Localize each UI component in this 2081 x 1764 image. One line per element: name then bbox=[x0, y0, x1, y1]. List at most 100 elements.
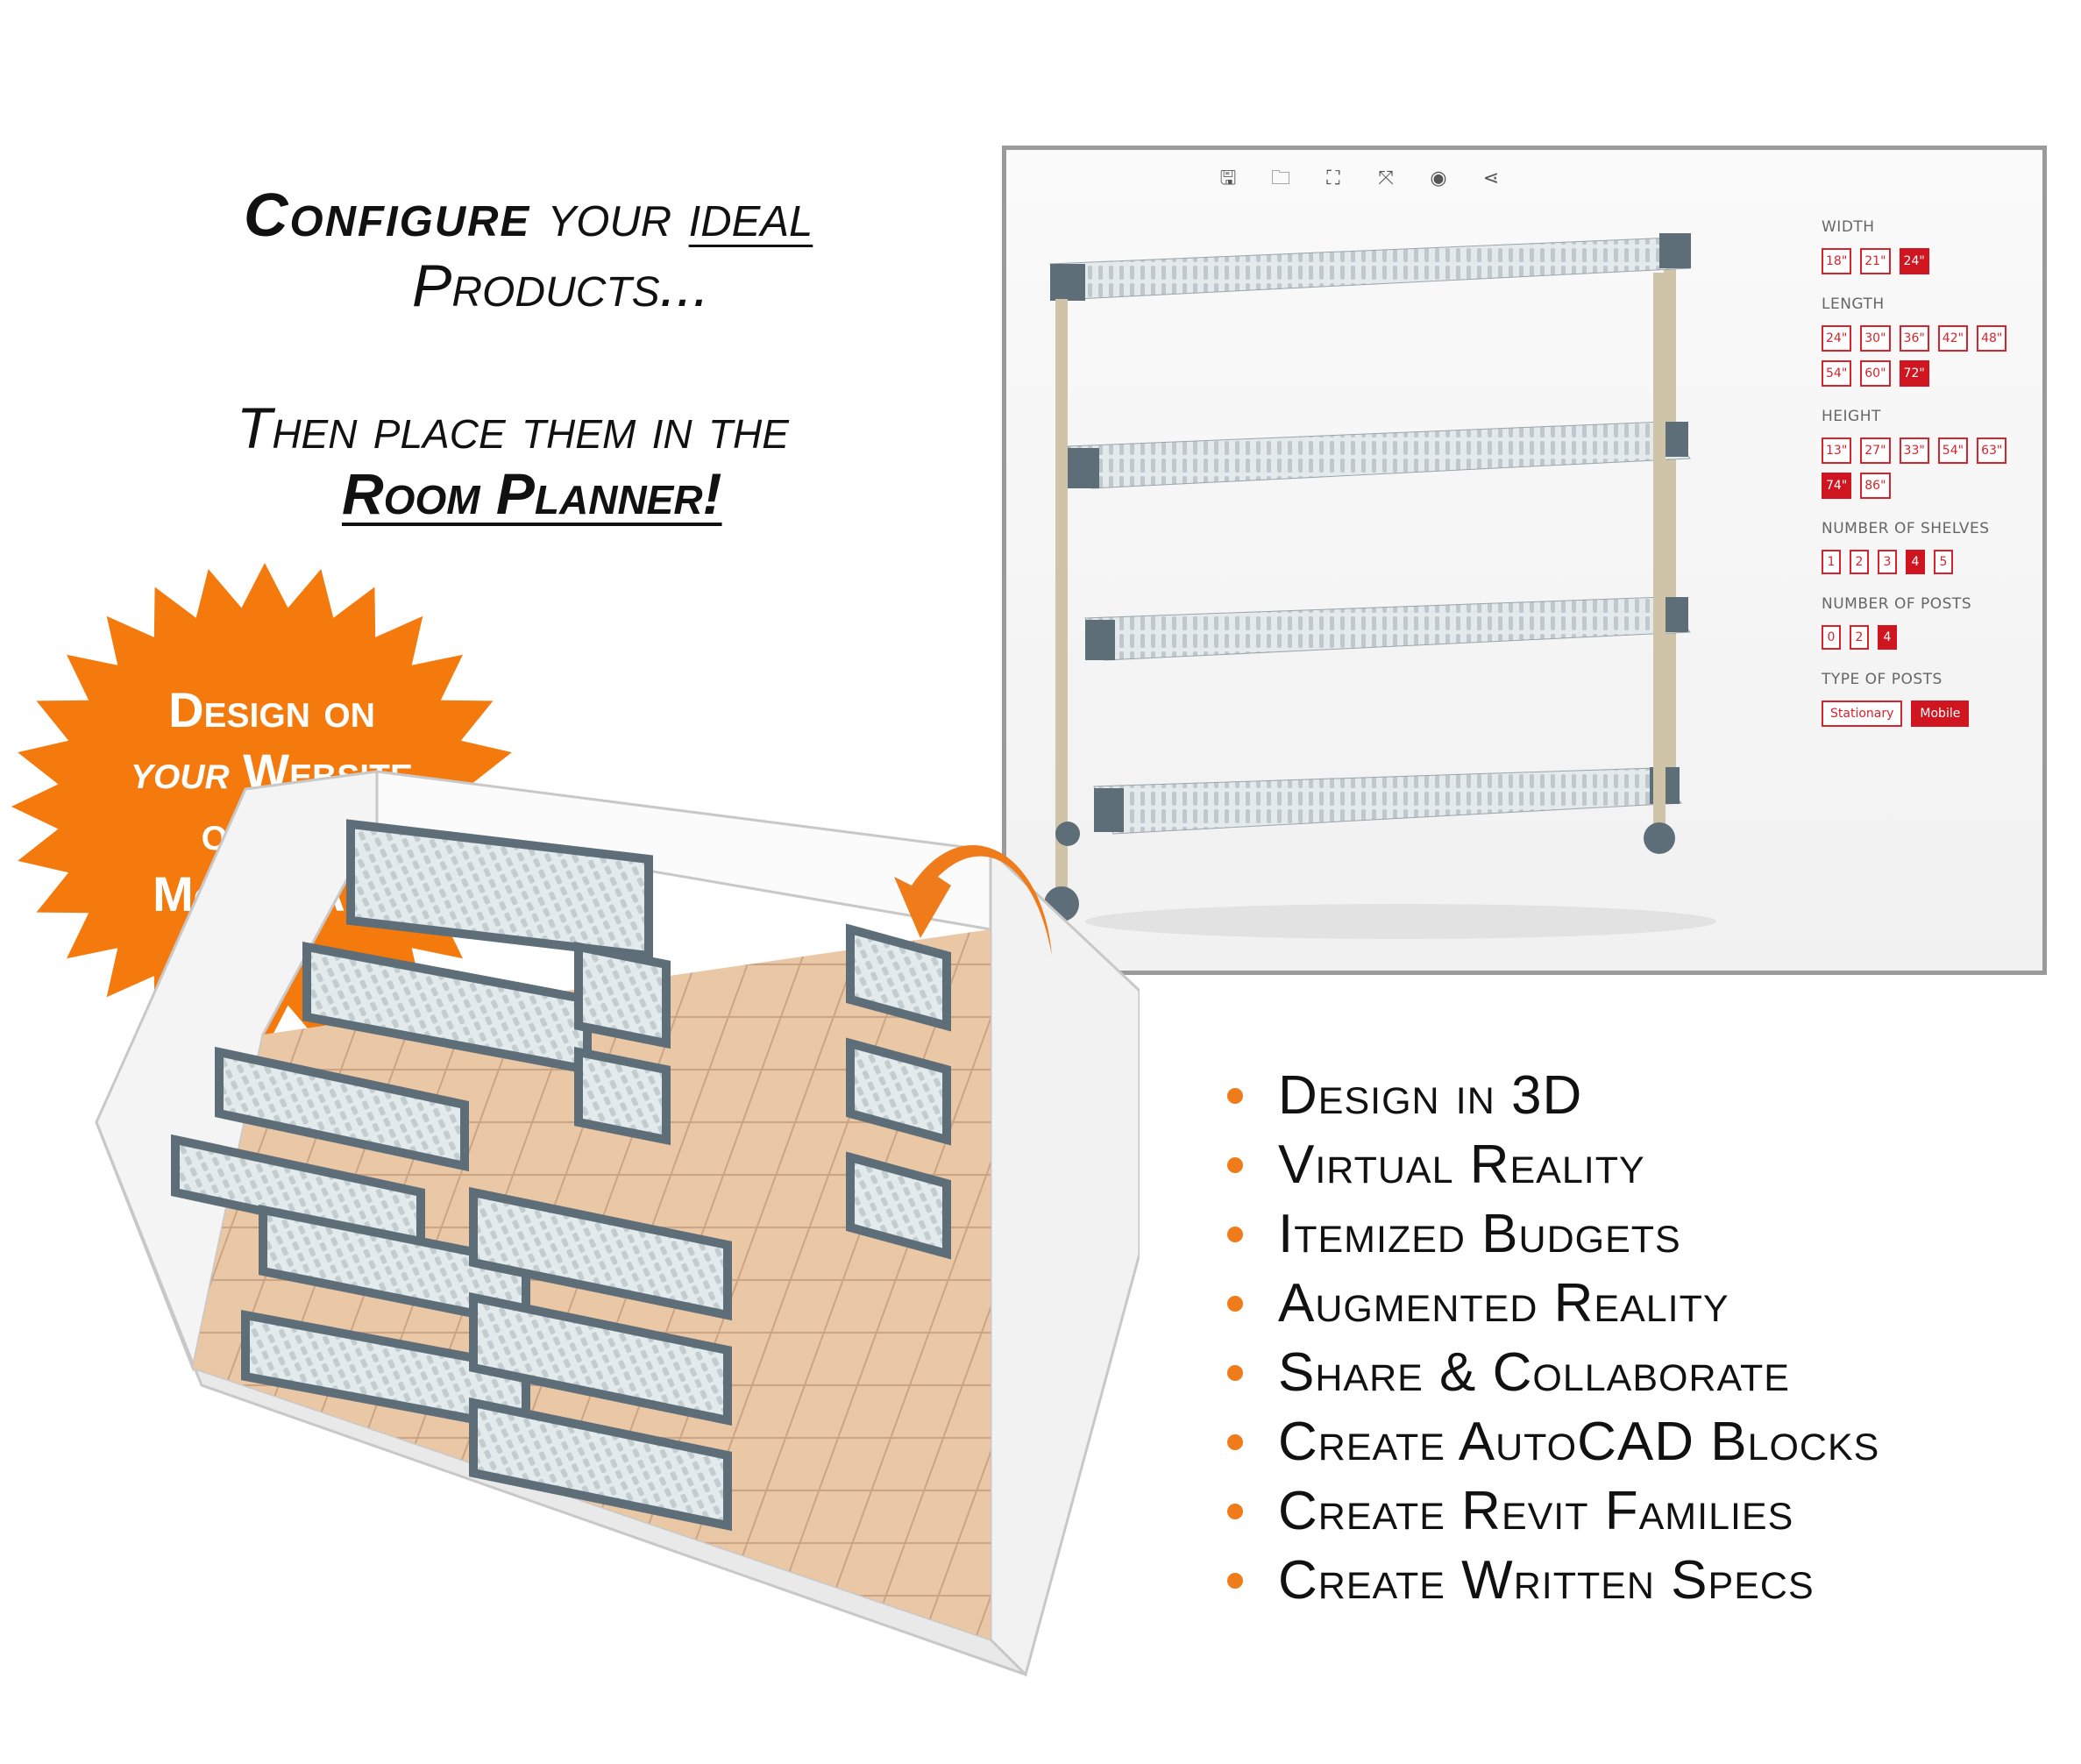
option-chip-width[interactable]: 21" bbox=[1860, 248, 1891, 274]
option-chip-shelves[interactable]: 2 bbox=[1850, 550, 1869, 574]
option-chip-height[interactable]: 54" bbox=[1937, 437, 1969, 464]
feature-item: Create Revit Families bbox=[1227, 1476, 1879, 1546]
option-chip-height[interactable]: 63" bbox=[1977, 437, 2007, 464]
option-chip-posts[interactable]: 0 bbox=[1822, 625, 1841, 650]
option-posts-title: NUMBER OF POSTS bbox=[1822, 595, 1972, 613]
option-width: WIDTH 18" 21" 24" bbox=[1822, 218, 2041, 274]
post-front-right bbox=[1653, 273, 1666, 825]
feature-item: Create AutoCAD Blocks bbox=[1227, 1407, 1879, 1476]
room-wall-right bbox=[989, 847, 1140, 1677]
headline-configure-word: Configure bbox=[244, 181, 531, 249]
option-length: LENGTH 24" 30" 36" 42" 48" 54" 60" 72" bbox=[1822, 295, 2041, 387]
option-chip-posts[interactable]: 4 bbox=[1878, 625, 1897, 650]
option-chip-height[interactable]: 74" bbox=[1822, 473, 1852, 499]
feature-label: Create Revit Families bbox=[1278, 1481, 1794, 1541]
headline-products: Products... bbox=[412, 253, 710, 319]
post-front-left bbox=[1055, 299, 1068, 895]
option-chip-shelves[interactable]: 1 bbox=[1822, 550, 1841, 574]
feature-item: Itemized Budgets bbox=[1227, 1199, 1879, 1269]
chips-width: 18" 21" 24" bbox=[1822, 248, 2032, 274]
orange-arrow bbox=[894, 844, 1052, 956]
shelf-3d-preview[interactable] bbox=[1033, 229, 1734, 948]
feature-label: Itemized Budgets bbox=[1278, 1204, 1681, 1264]
chips-height: 13" 27" 33" 54" 63" 74" 86" bbox=[1822, 437, 2032, 499]
bullet-icon bbox=[1227, 1503, 1243, 1519]
option-chip-post-type[interactable]: Stationary bbox=[1822, 701, 1903, 727]
post-back-right bbox=[1664, 238, 1676, 799]
option-chip-height[interactable]: 33" bbox=[1899, 437, 1929, 464]
bullet-icon bbox=[1227, 1156, 1243, 1173]
option-chip-length[interactable]: 30" bbox=[1860, 325, 1891, 352]
room-wall-front bbox=[95, 1121, 1027, 1676]
option-chip-length[interactable]: 60" bbox=[1860, 360, 1891, 387]
option-chip-height[interactable]: 27" bbox=[1860, 437, 1891, 464]
folder-icon[interactable]: 🗀 bbox=[1270, 167, 1290, 189]
option-length-title: LENGTH bbox=[1822, 295, 1885, 313]
save-icon[interactable]: 🖫 bbox=[1219, 167, 1237, 189]
fullscreen-icon[interactable]: ⤧ bbox=[1378, 167, 1394, 189]
visibility-icon[interactable]: ◉ bbox=[1430, 167, 1447, 189]
room-planner-illustration[interactable] bbox=[88, 754, 1140, 1683]
option-chip-length[interactable]: 54" bbox=[1822, 360, 1852, 387]
room-shelving-units bbox=[171, 819, 951, 1532]
option-chip-width[interactable]: 24" bbox=[1899, 248, 1929, 274]
feature-item: Share & Collaborate bbox=[1227, 1338, 1879, 1407]
shelf-4 bbox=[1093, 767, 1682, 835]
bullet-icon bbox=[1227, 1295, 1243, 1312]
burst-line-1: Design on bbox=[168, 682, 375, 737]
bullet-icon bbox=[1227, 1087, 1243, 1104]
feature-label: Share & Collaborate bbox=[1278, 1342, 1790, 1403]
feature-label: Create AutoCAD Blocks bbox=[1278, 1412, 1880, 1472]
chips-length: 24" 30" 36" 42" 48" 54" 60" 72" bbox=[1822, 325, 2032, 387]
option-chip-length[interactable]: 24" bbox=[1822, 325, 1852, 352]
option-chip-length[interactable]: 72" bbox=[1899, 360, 1929, 387]
option-width-title: WIDTH bbox=[1822, 218, 1875, 236]
option-chip-length[interactable]: 48" bbox=[1977, 325, 2007, 352]
caster-front-right bbox=[1644, 822, 1675, 854]
option-chip-width[interactable]: 18" bbox=[1822, 248, 1852, 274]
headline-then-place: Then place them in the bbox=[237, 395, 789, 460]
option-chip-shelves[interactable]: 5 bbox=[1934, 550, 1953, 574]
option-post-type: TYPE OF POSTS Stationary Mobile bbox=[1822, 671, 2041, 727]
option-post-type-title: TYPE OF POSTS bbox=[1822, 671, 1943, 688]
option-shelves-title: NUMBER OF SHELVES bbox=[1822, 520, 1990, 537]
caster-back-left bbox=[1055, 822, 1080, 846]
option-chip-posts[interactable]: 2 bbox=[1850, 625, 1869, 650]
option-chip-shelves[interactable]: 4 bbox=[1906, 550, 1925, 574]
headline-room-planner: Room Planner! bbox=[342, 461, 722, 526]
option-chip-height[interactable]: 86" bbox=[1860, 473, 1891, 499]
shelf-2 bbox=[1067, 421, 1691, 489]
feature-label: Augmented Reality bbox=[1278, 1273, 1729, 1334]
feature-label: Design in 3D bbox=[1278, 1065, 1583, 1126]
configurator-window: 🖫 🗀 ⛶ ⤧ ◉ ⋖ bbox=[1002, 146, 2047, 975]
chips-post-type: Stationary Mobile bbox=[1822, 701, 2032, 727]
option-height-title: HEIGHT bbox=[1822, 408, 1881, 425]
configurator-toolbar: 🖫 🗀 ⛶ ⤧ ◉ ⋖ bbox=[1217, 167, 1502, 190]
option-height: HEIGHT 13" 27" 33" 54" 63" 74" 86" bbox=[1822, 408, 2041, 499]
option-chip-length[interactable]: 42" bbox=[1937, 325, 1969, 352]
option-chip-height[interactable]: 13" bbox=[1822, 437, 1852, 464]
feature-item: Design in 3D bbox=[1227, 1061, 1879, 1130]
feature-list: Design in 3D Virtual Reality Itemized Bu… bbox=[1227, 1061, 1879, 1615]
shelf-3 bbox=[1084, 596, 1691, 661]
bullet-icon bbox=[1227, 1433, 1243, 1450]
headline-ideal-word: ideal bbox=[688, 181, 813, 249]
feature-label: Virtual Reality bbox=[1278, 1135, 1645, 1195]
option-chip-shelves[interactable]: 3 bbox=[1878, 550, 1897, 574]
feature-label: Create Written Specs bbox=[1278, 1550, 1815, 1611]
bullet-icon bbox=[1227, 1364, 1243, 1381]
fit-view-icon[interactable]: ⛶ bbox=[1326, 167, 1340, 189]
option-chip-post-type[interactable]: Mobile bbox=[1911, 701, 1970, 727]
shelf-1 bbox=[1049, 233, 1691, 301]
feature-item: Augmented Reality bbox=[1227, 1269, 1879, 1338]
bullet-icon bbox=[1227, 1226, 1243, 1242]
option-chip-length[interactable]: 36" bbox=[1899, 325, 1929, 352]
headline-configure: Configure your ideal bbox=[244, 184, 813, 245]
feature-item: Create Written Specs bbox=[1227, 1546, 1879, 1615]
share-icon[interactable]: ⋖ bbox=[1482, 167, 1500, 189]
headline-your-word: your bbox=[547, 181, 672, 249]
